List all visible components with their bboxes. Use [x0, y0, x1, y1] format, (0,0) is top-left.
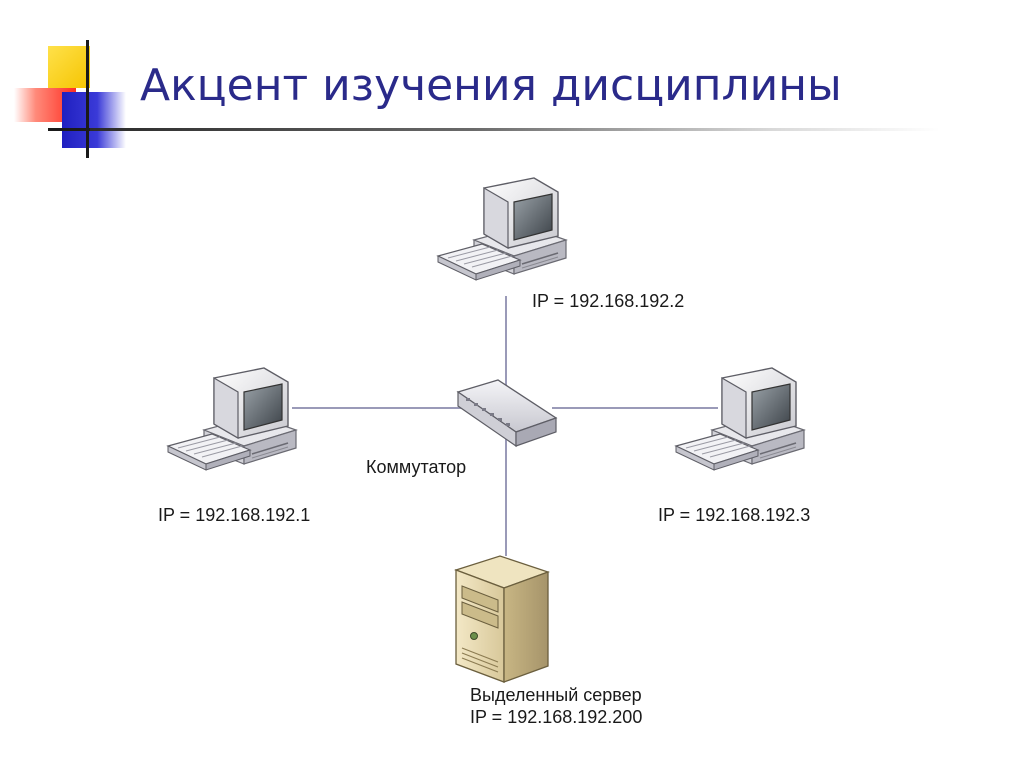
deco-vertical-rule [86, 40, 89, 158]
server-icon [454, 555, 550, 683]
deco-horizontal-rule [48, 128, 96, 131]
title-underline [90, 128, 940, 131]
right-pc-icon [675, 367, 805, 471]
top-pc-icon [437, 177, 567, 281]
left-pc-ip-label: IP = 192.168.192.1 [158, 505, 311, 525]
deco-blue-square [62, 92, 126, 148]
server-ip-label: IP = 192.168.192.200 [470, 707, 643, 727]
deco-yellow-square [48, 46, 90, 88]
switch-icon [456, 379, 558, 448]
page-title: Акцент изучения дисциплины [140, 60, 842, 111]
right-pc-ip-label: IP = 192.168.192.3 [658, 505, 811, 525]
left-pc-icon [167, 367, 297, 471]
top-pc-ip-label: IP = 192.168.192.2 [532, 291, 685, 311]
server-name-label: Выделенный сервер [470, 685, 642, 705]
switch-label: Коммутатор [366, 457, 467, 477]
